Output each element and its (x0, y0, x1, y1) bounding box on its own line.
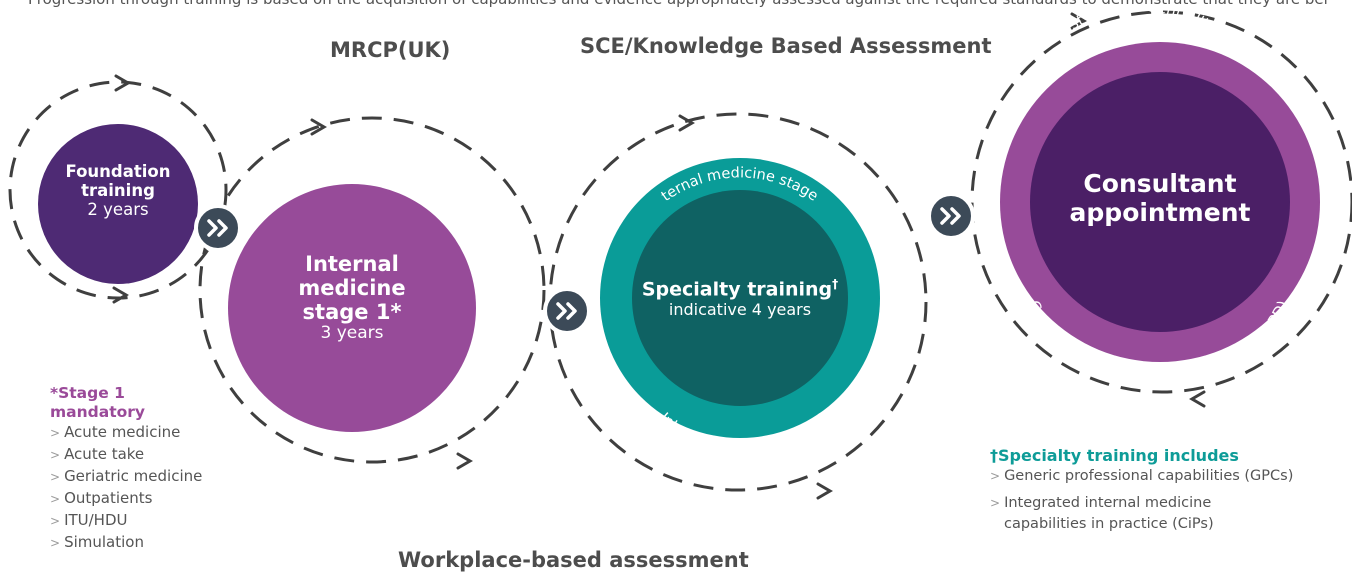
specialty-notes: †Specialty training includes >Generic pr… (990, 446, 1350, 535)
im-stage1-title-line2: medicine (298, 276, 406, 301)
list-item-text: capabilities in practice (CiPs) (1004, 516, 1214, 532)
list-item: >Outpatients (50, 488, 250, 510)
consultant-orbit (970, 10, 1352, 394)
double-chevron-icon (566, 302, 577, 320)
chevron-circle (543, 287, 591, 335)
stage1-notes-title-line1: *Stage 1 (50, 384, 125, 402)
im-stage1-duration: 3 years (320, 323, 384, 344)
im-stage1-title-line3: stage 1* (302, 300, 402, 325)
intro-text: Progression through training is based on… (28, 0, 1328, 12)
arrow-head-icon (310, 118, 327, 136)
chevron-connector (543, 287, 591, 335)
double-chevron-icon (940, 207, 951, 225)
wpba-heading: Workplace-based assessment (398, 548, 749, 572)
arrow-head-icon (456, 452, 473, 470)
specialty-duration: indicative 4 years (668, 300, 812, 320)
list-item-text: Outpatients (64, 489, 153, 507)
im-stage1-title-line1: Internal (305, 252, 399, 276)
list-item-text: Integrated internal medicine (1004, 495, 1212, 511)
stage1-notes-title-line2: mandatory (50, 403, 146, 421)
list-item-text: Geriatric medicine (64, 467, 203, 485)
list-item: >Simulation (50, 532, 250, 554)
specialty-title-text: Specialty training (641, 278, 833, 301)
im-stage1-orbit (198, 116, 546, 464)
specialty-core (632, 190, 848, 406)
list-item-text: Acute medicine (64, 423, 181, 441)
stage1-notes: *Stage 1 mandatory >Acute medicine >Acut… (50, 384, 250, 554)
list-item: >Generic professional capabilities (GPCs… (990, 466, 1350, 487)
consultant-core (1030, 72, 1290, 332)
list-item-text: Acute take (64, 445, 145, 463)
foundation-circle (38, 124, 198, 284)
arrow-head-icon (678, 114, 695, 132)
im-stage1-label: Internal medicine stage 1* 3 years (282, 252, 422, 344)
chevron-right-icon: > (990, 469, 1001, 483)
mrcp-heading: MRCP(UK) (330, 38, 451, 62)
list-item: >Acute medicine (50, 422, 250, 444)
chevron-right-icon: > (50, 514, 61, 528)
specialty-notes-title: †Specialty training includes (990, 446, 1239, 465)
consultant-label: Consultant appointment (1060, 169, 1260, 228)
sce-heading: SCE/Knowledge Based Assessment (580, 34, 992, 58)
foundation-label: Foundation training 2 years (48, 162, 188, 220)
foundation-title-line2: training (81, 180, 155, 200)
arrow-head-icon (114, 74, 131, 92)
chevron-connector (927, 192, 975, 240)
specialty-dagger: † (832, 277, 839, 291)
arrow-head-icon (112, 286, 129, 304)
list-item-text: Generic professional capabilities (GPCs) (1004, 468, 1294, 484)
orbit-arrows (112, 12, 1206, 500)
consultant-title-line1: Consultant (1083, 169, 1237, 198)
list-item: >ITU/HDU (50, 510, 250, 532)
specialty-label: Specialty training† indicative 4 years (640, 277, 840, 320)
list-item: >Acute take (50, 444, 250, 466)
arrow-head-icon (816, 482, 833, 500)
arrow-head-icon (1070, 12, 1087, 30)
list-item: >Integrated internal medicine (990, 493, 1350, 514)
foundation-title-line1: Foundation (65, 162, 171, 181)
chevron-right-icon: > (50, 492, 61, 506)
chevron-right-icon: > (990, 496, 1001, 510)
chevron-right-icon: > (50, 426, 61, 440)
im-stage1-circle (228, 184, 476, 432)
double-chevron-icon (950, 207, 961, 225)
chevron-right-icon: > (50, 470, 61, 484)
chevron-right-icon: > (50, 536, 61, 550)
consultant-title-line2: appointment (1069, 197, 1251, 227)
double-chevron-icon (207, 219, 218, 237)
double-chevron-icon (556, 302, 567, 320)
arrow-head-icon (1189, 390, 1206, 408)
chevron-circle (927, 192, 975, 240)
list-item-text: ITU/HDU (64, 511, 128, 529)
list-item-continuation: capabilities in practice (CiPs) (990, 514, 1350, 535)
chevron-right-icon: > (50, 448, 61, 462)
chevron-circle (194, 204, 242, 252)
foundation-duration: 2 years (87, 199, 149, 219)
double-chevron-icon (217, 219, 228, 237)
list-item-text: Simulation (64, 533, 144, 551)
list-item: >Geriatric medicine (50, 466, 250, 488)
chevron-connector (194, 204, 242, 252)
specialty-title: Specialty training† (640, 277, 840, 301)
